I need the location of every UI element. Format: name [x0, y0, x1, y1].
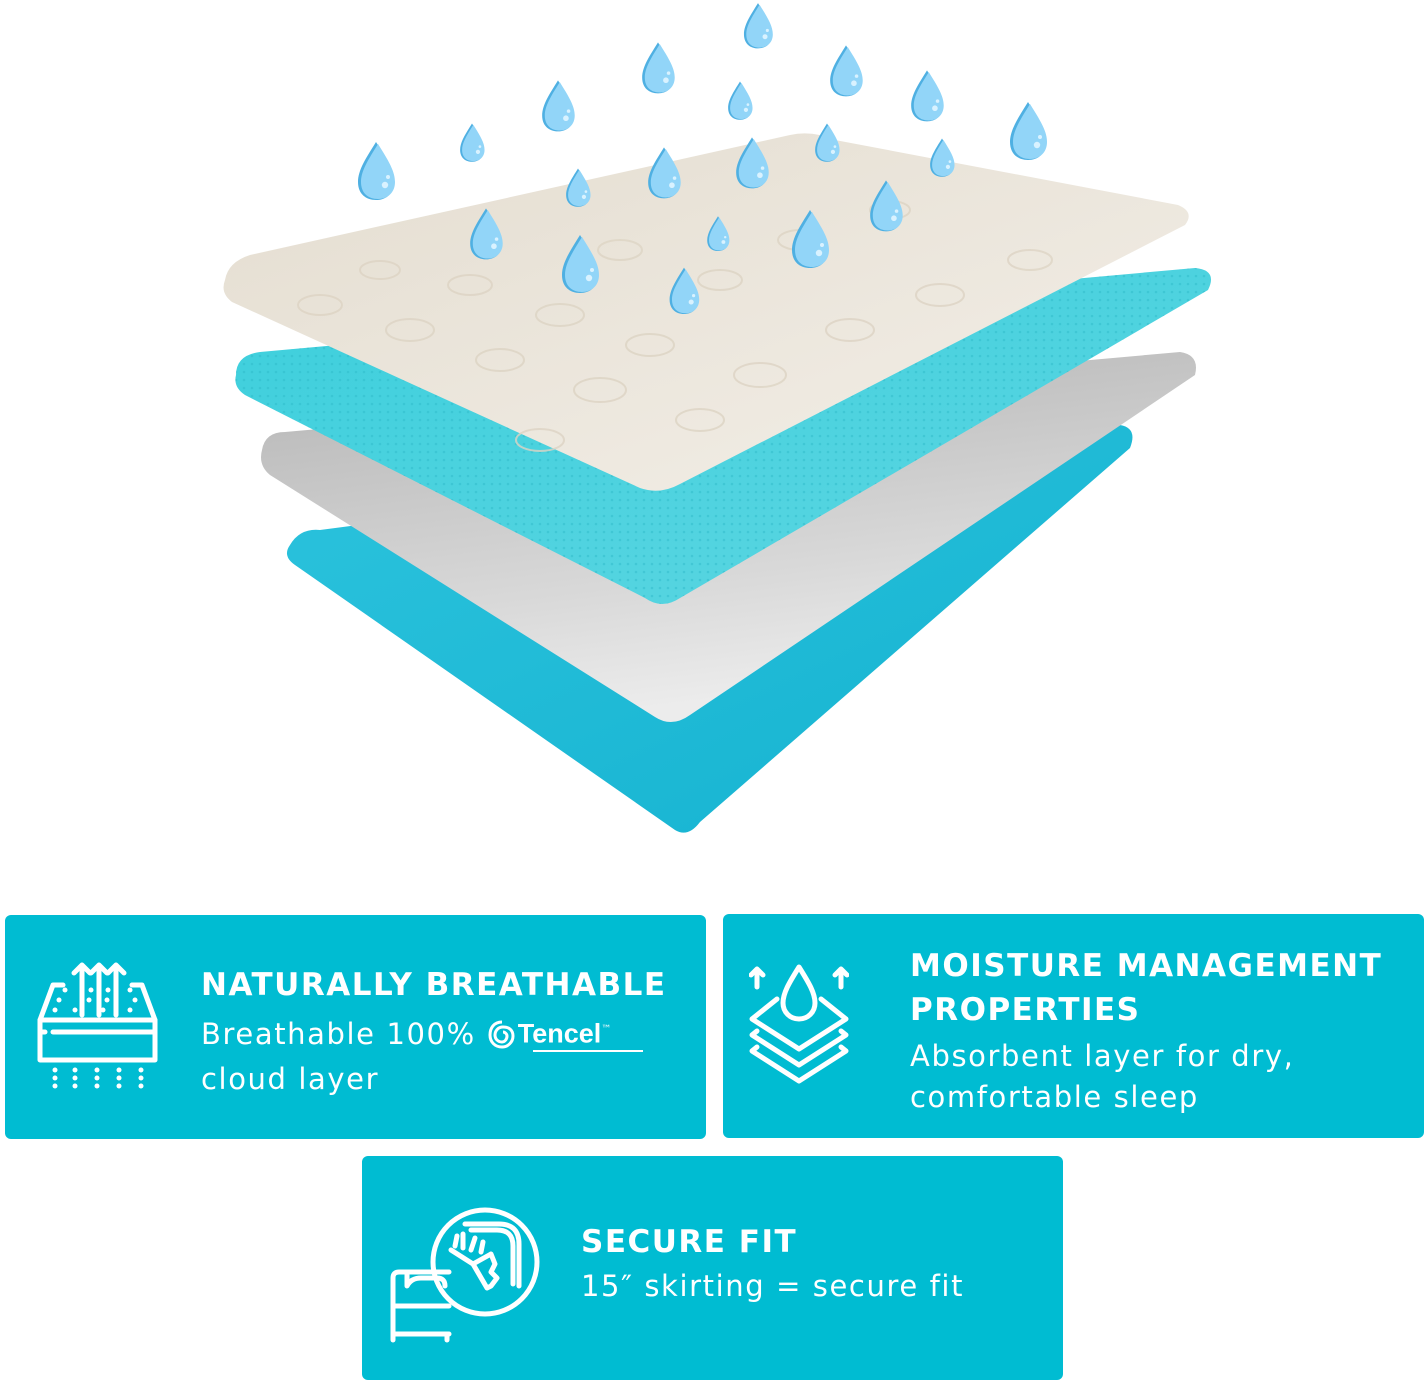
tencel-cloud-layer — [223, 133, 1189, 491]
tencel-brand-text: Tencel — [517, 1018, 602, 1049]
feature-description: Breathable 100% Tencel™ cloud layer — [201, 1013, 613, 1100]
feature-description-line1: Absorbent layer for dry, — [910, 1039, 1295, 1073]
feature-card-moisture: MOISTURE MANAGEMENT PROPERTIES Absorbent… — [723, 914, 1424, 1138]
feature-description-line1: Breathable 100% — [201, 1016, 476, 1051]
tencel-logo: Tencel™ — [486, 1009, 613, 1055]
trademark-mark: ™ — [601, 1024, 613, 1035]
breathable-mattress-icon — [37, 962, 158, 1089]
tencel-swirl-icon — [488, 1020, 515, 1049]
secure-fit-bed-icon — [390, 1207, 540, 1343]
feature-description: 15″ skirting = secure fit — [581, 1269, 965, 1303]
feature-title: NATURALLY BREATHABLE — [201, 967, 667, 1003]
feature-title: SECURE FIT — [581, 1224, 798, 1260]
feature-card-breathable: NATURALLY BREATHABLE Breathable 100% Tenc… — [5, 915, 706, 1139]
feature-description-line2: cloud layer — [201, 1061, 380, 1096]
feature-title-line2: PROPERTIES — [910, 992, 1141, 1028]
feature-title-line1: MOISTURE MANAGEMENT — [910, 948, 1383, 984]
feature-card-secure-fit: SECURE FIT 15″ skirting = secure fit — [362, 1156, 1063, 1380]
tencel-underline — [533, 1050, 643, 1052]
moisture-layers-icon — [749, 964, 849, 1084]
feature-description-line2: comfortable sleep — [910, 1080, 1199, 1114]
layered-pad-illustration — [223, 3, 1212, 833]
